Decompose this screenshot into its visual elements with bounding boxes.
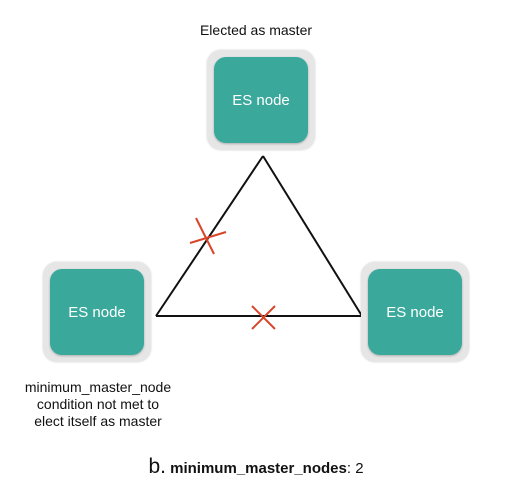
right-es-node: ES node	[368, 269, 462, 355]
caption-setting-value: : 2	[346, 460, 364, 477]
left-es-node: ES node	[50, 269, 144, 355]
cut-mark-bottom-edge	[251, 305, 276, 330]
note-line-3: elect itself as master	[34, 413, 162, 429]
master-node-frame: ES node	[207, 50, 315, 150]
note-line-1: minimum_master_node	[24, 379, 172, 395]
left-node-note: minimum_master_node condition not met to…	[0, 379, 196, 430]
elected-master-label: Elected as master	[199, 22, 313, 38]
caption-setting-name: minimum_master_nodes	[170, 460, 347, 477]
node-label: ES node	[68, 303, 126, 321]
note-line-2: condition not met to	[36, 396, 160, 412]
figure-caption: b. minimum_master_nodes: 2	[0, 455, 512, 479]
caption-letter: b.	[148, 455, 166, 478]
node-label: ES node	[232, 91, 290, 109]
master-es-node: ES node	[214, 57, 308, 143]
right-node-frame: ES node	[361, 262, 469, 362]
left-node-frame: ES node	[43, 262, 151, 362]
edge-top-right	[262, 155, 363, 317]
cut-mark-left-edge	[189, 217, 227, 255]
node-label: ES node	[386, 303, 444, 321]
